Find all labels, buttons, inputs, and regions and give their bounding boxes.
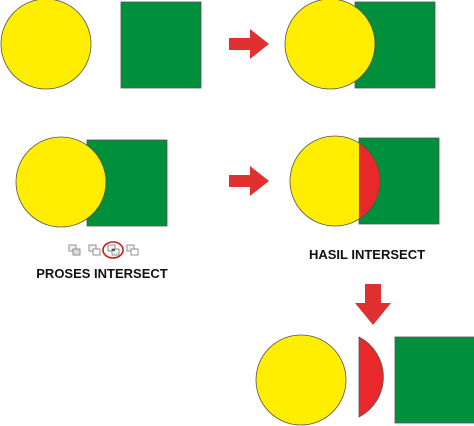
row1-after-group bbox=[284, 0, 436, 90]
yellow-circle bbox=[284, 0, 376, 90]
intersect-shape bbox=[358, 336, 384, 418]
green-square bbox=[394, 336, 474, 424]
proses-intersect-label: PROSES INTERSECT bbox=[36, 266, 168, 281]
yellow-circle bbox=[15, 136, 107, 228]
row2-result-group bbox=[289, 135, 440, 227]
yellow-circle bbox=[255, 334, 347, 426]
row3-final-group bbox=[255, 334, 474, 426]
simplify-icon[interactable] bbox=[126, 244, 139, 256]
right-arrow-icon bbox=[229, 166, 269, 196]
trim-icon[interactable] bbox=[88, 244, 101, 256]
shaping-toolbar bbox=[68, 241, 139, 259]
yellow-circle bbox=[0, 0, 92, 90]
intersect-region bbox=[359, 142, 381, 220]
green-square bbox=[120, 1, 202, 89]
down-arrow-icon bbox=[355, 284, 391, 325]
intersect-icon[interactable] bbox=[102, 241, 124, 259]
selected-tool-highlight bbox=[102, 241, 124, 259]
hasil-intersect-label: HASIL INTERSECT bbox=[309, 247, 425, 262]
right-arrow-icon bbox=[229, 29, 269, 59]
weld-icon[interactable] bbox=[68, 244, 81, 256]
row2-before-group bbox=[15, 136, 168, 228]
row1-before-group bbox=[0, 0, 202, 90]
